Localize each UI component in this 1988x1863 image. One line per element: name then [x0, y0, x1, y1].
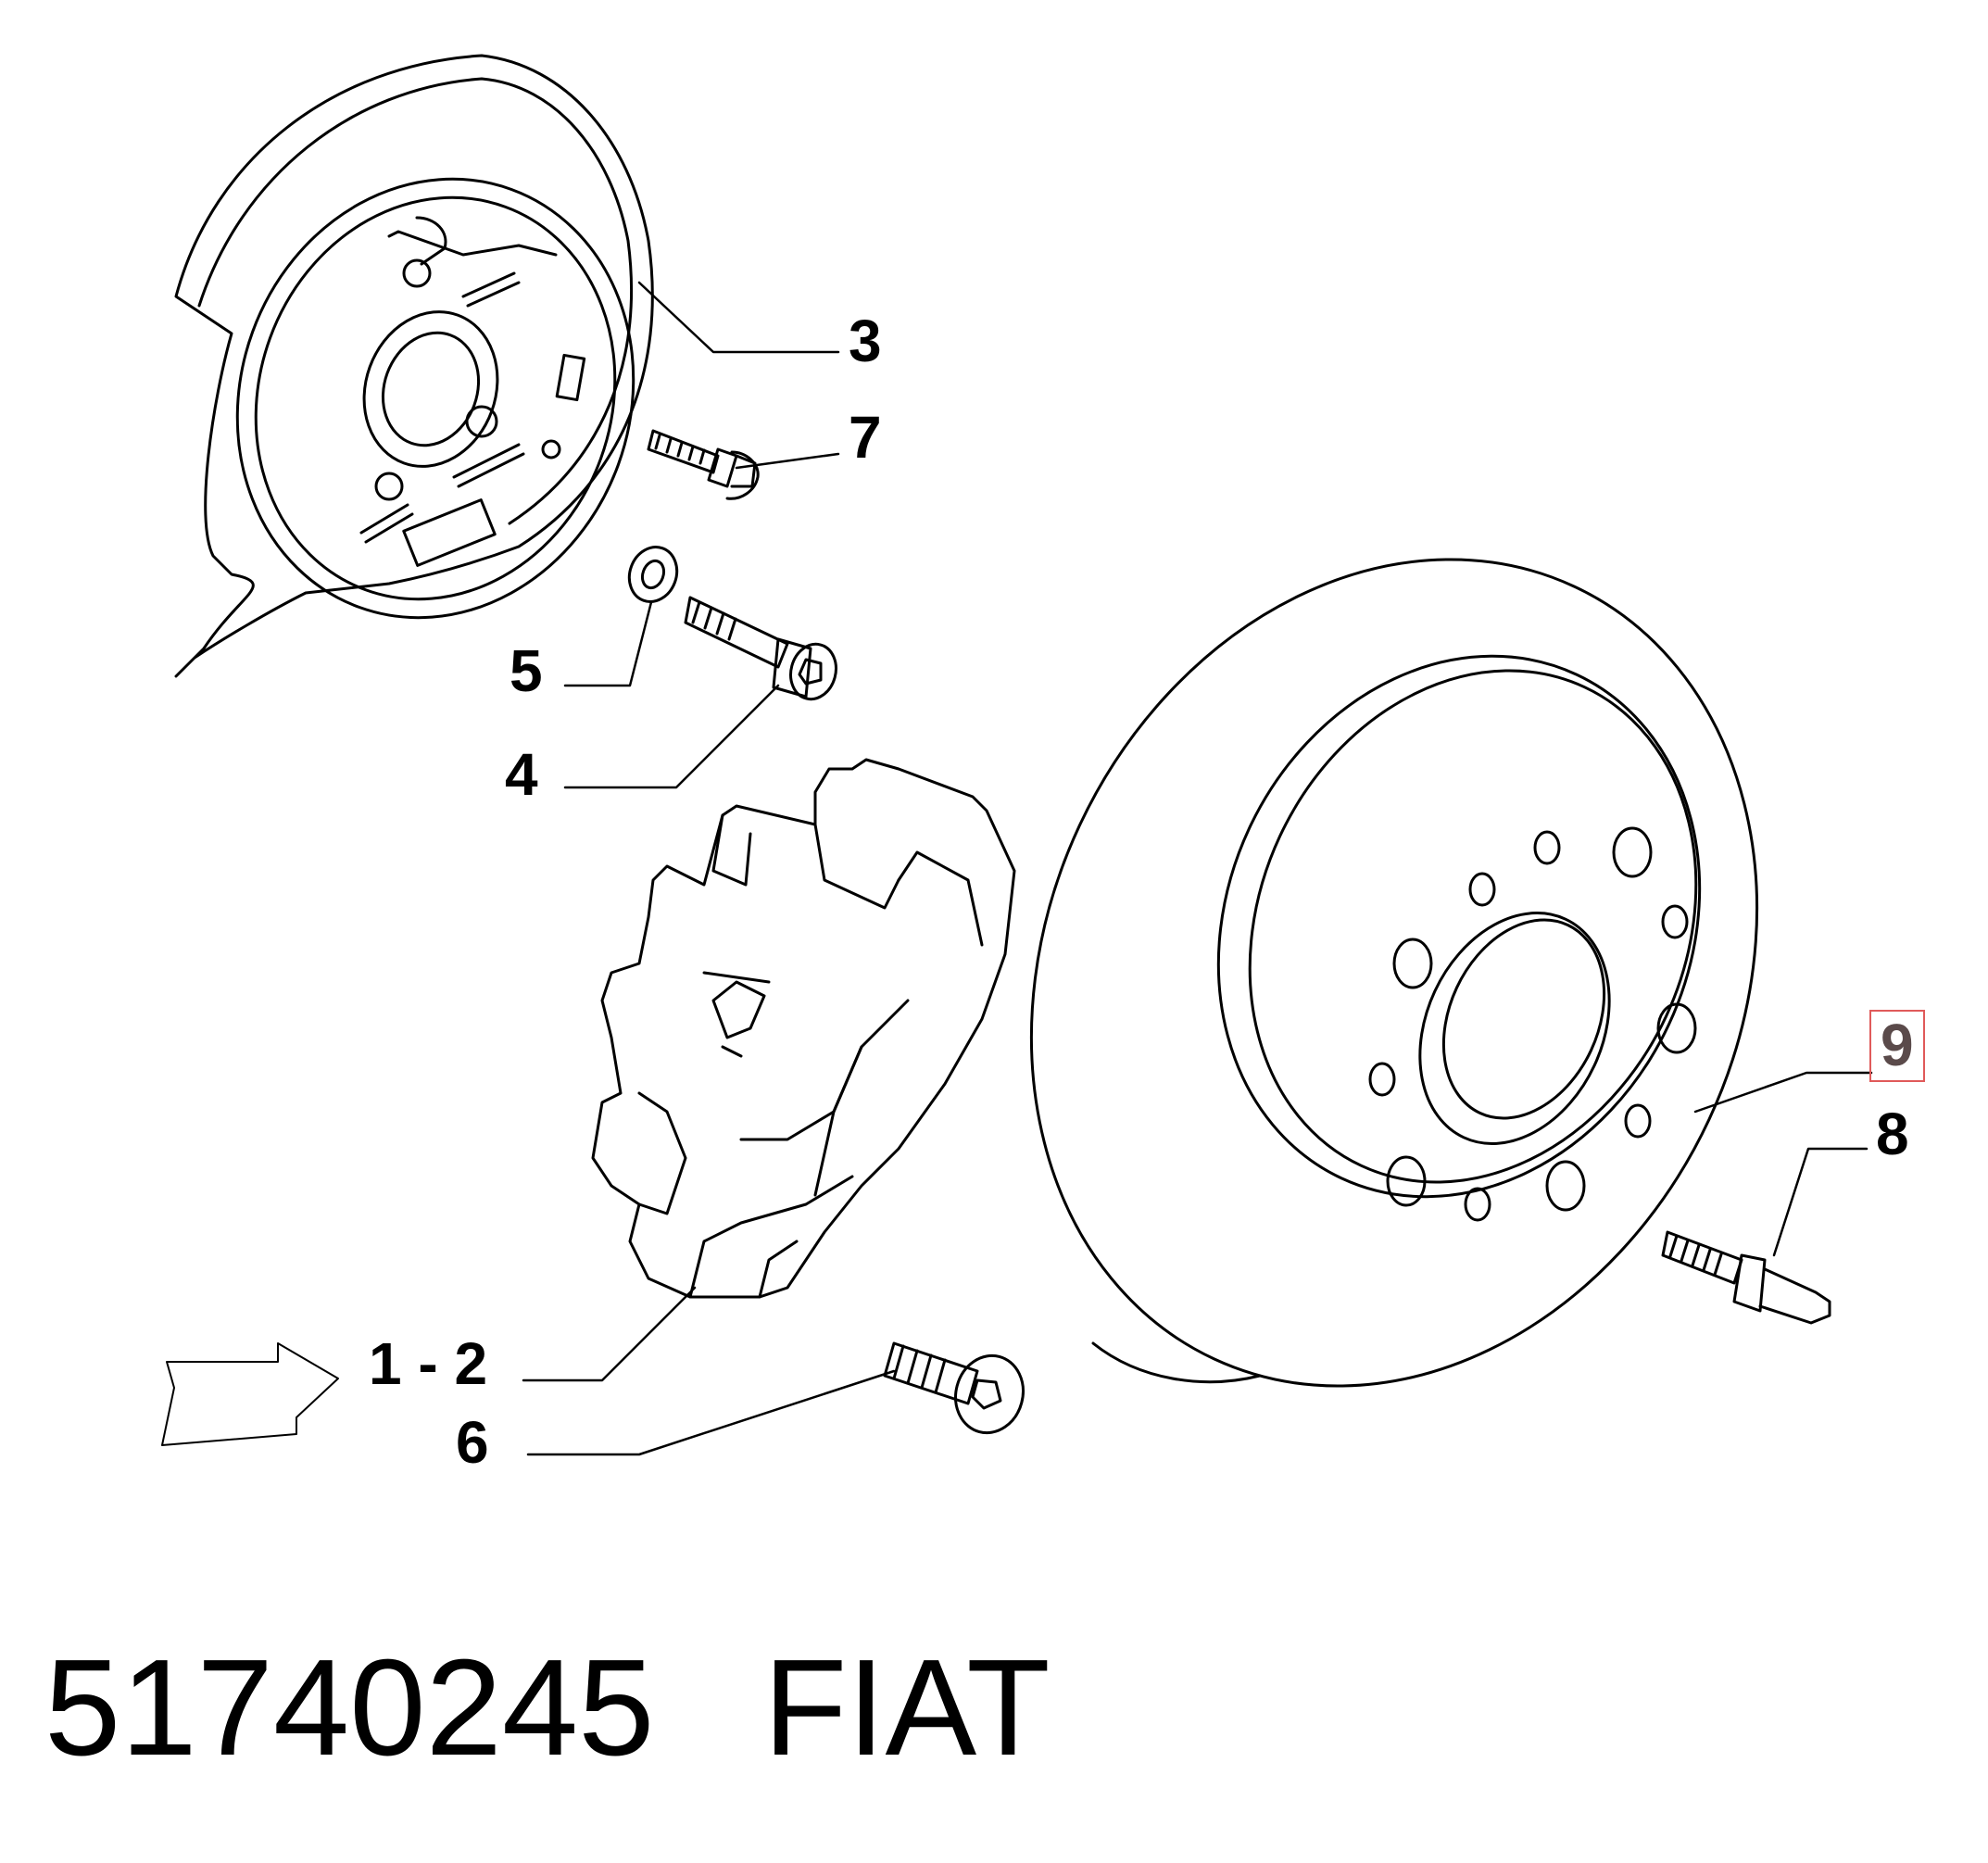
part-number: 51740245 — [44, 1631, 655, 1784]
direction-arrow-icon — [161, 1342, 339, 1446]
callout-8: 8 — [1876, 1101, 1909, 1167]
leader-line-12 — [522, 1286, 697, 1382]
exploded-brake-diagram — [161, 54, 1873, 1456]
locating-pin — [1661, 1230, 1831, 1325]
flange-bolt — [647, 429, 760, 500]
callout-9-highlighted[interactable]: 9 — [1869, 1010, 1925, 1082]
brake-disc — [1029, 558, 1759, 1388]
leader-line-8 — [1772, 1147, 1868, 1257]
leader-line-7 — [735, 452, 840, 470]
leader-line-6 — [526, 1369, 896, 1456]
leader-line-5 — [563, 600, 653, 687]
brake-backing-plate — [174, 54, 654, 678]
callout-6: 6 — [456, 1409, 489, 1476]
callout-4: 4 — [505, 741, 538, 808]
callout-3: 3 — [849, 308, 882, 374]
brake-caliper — [591, 758, 1016, 1299]
leader-line-9 — [1693, 1071, 1873, 1114]
washer — [627, 546, 679, 603]
socket-cap-screw — [684, 596, 837, 701]
leader-lines — [522, 281, 1873, 1456]
brand-name: FIAT — [763, 1631, 1051, 1784]
callout-5: 5 — [510, 637, 543, 704]
callout-1-2: 1 - 2 — [369, 1330, 488, 1397]
callout-7: 7 — [849, 404, 882, 471]
leader-line-3 — [637, 281, 840, 354]
leader-line-4 — [563, 684, 780, 789]
socket-screw — [883, 1341, 1025, 1435]
